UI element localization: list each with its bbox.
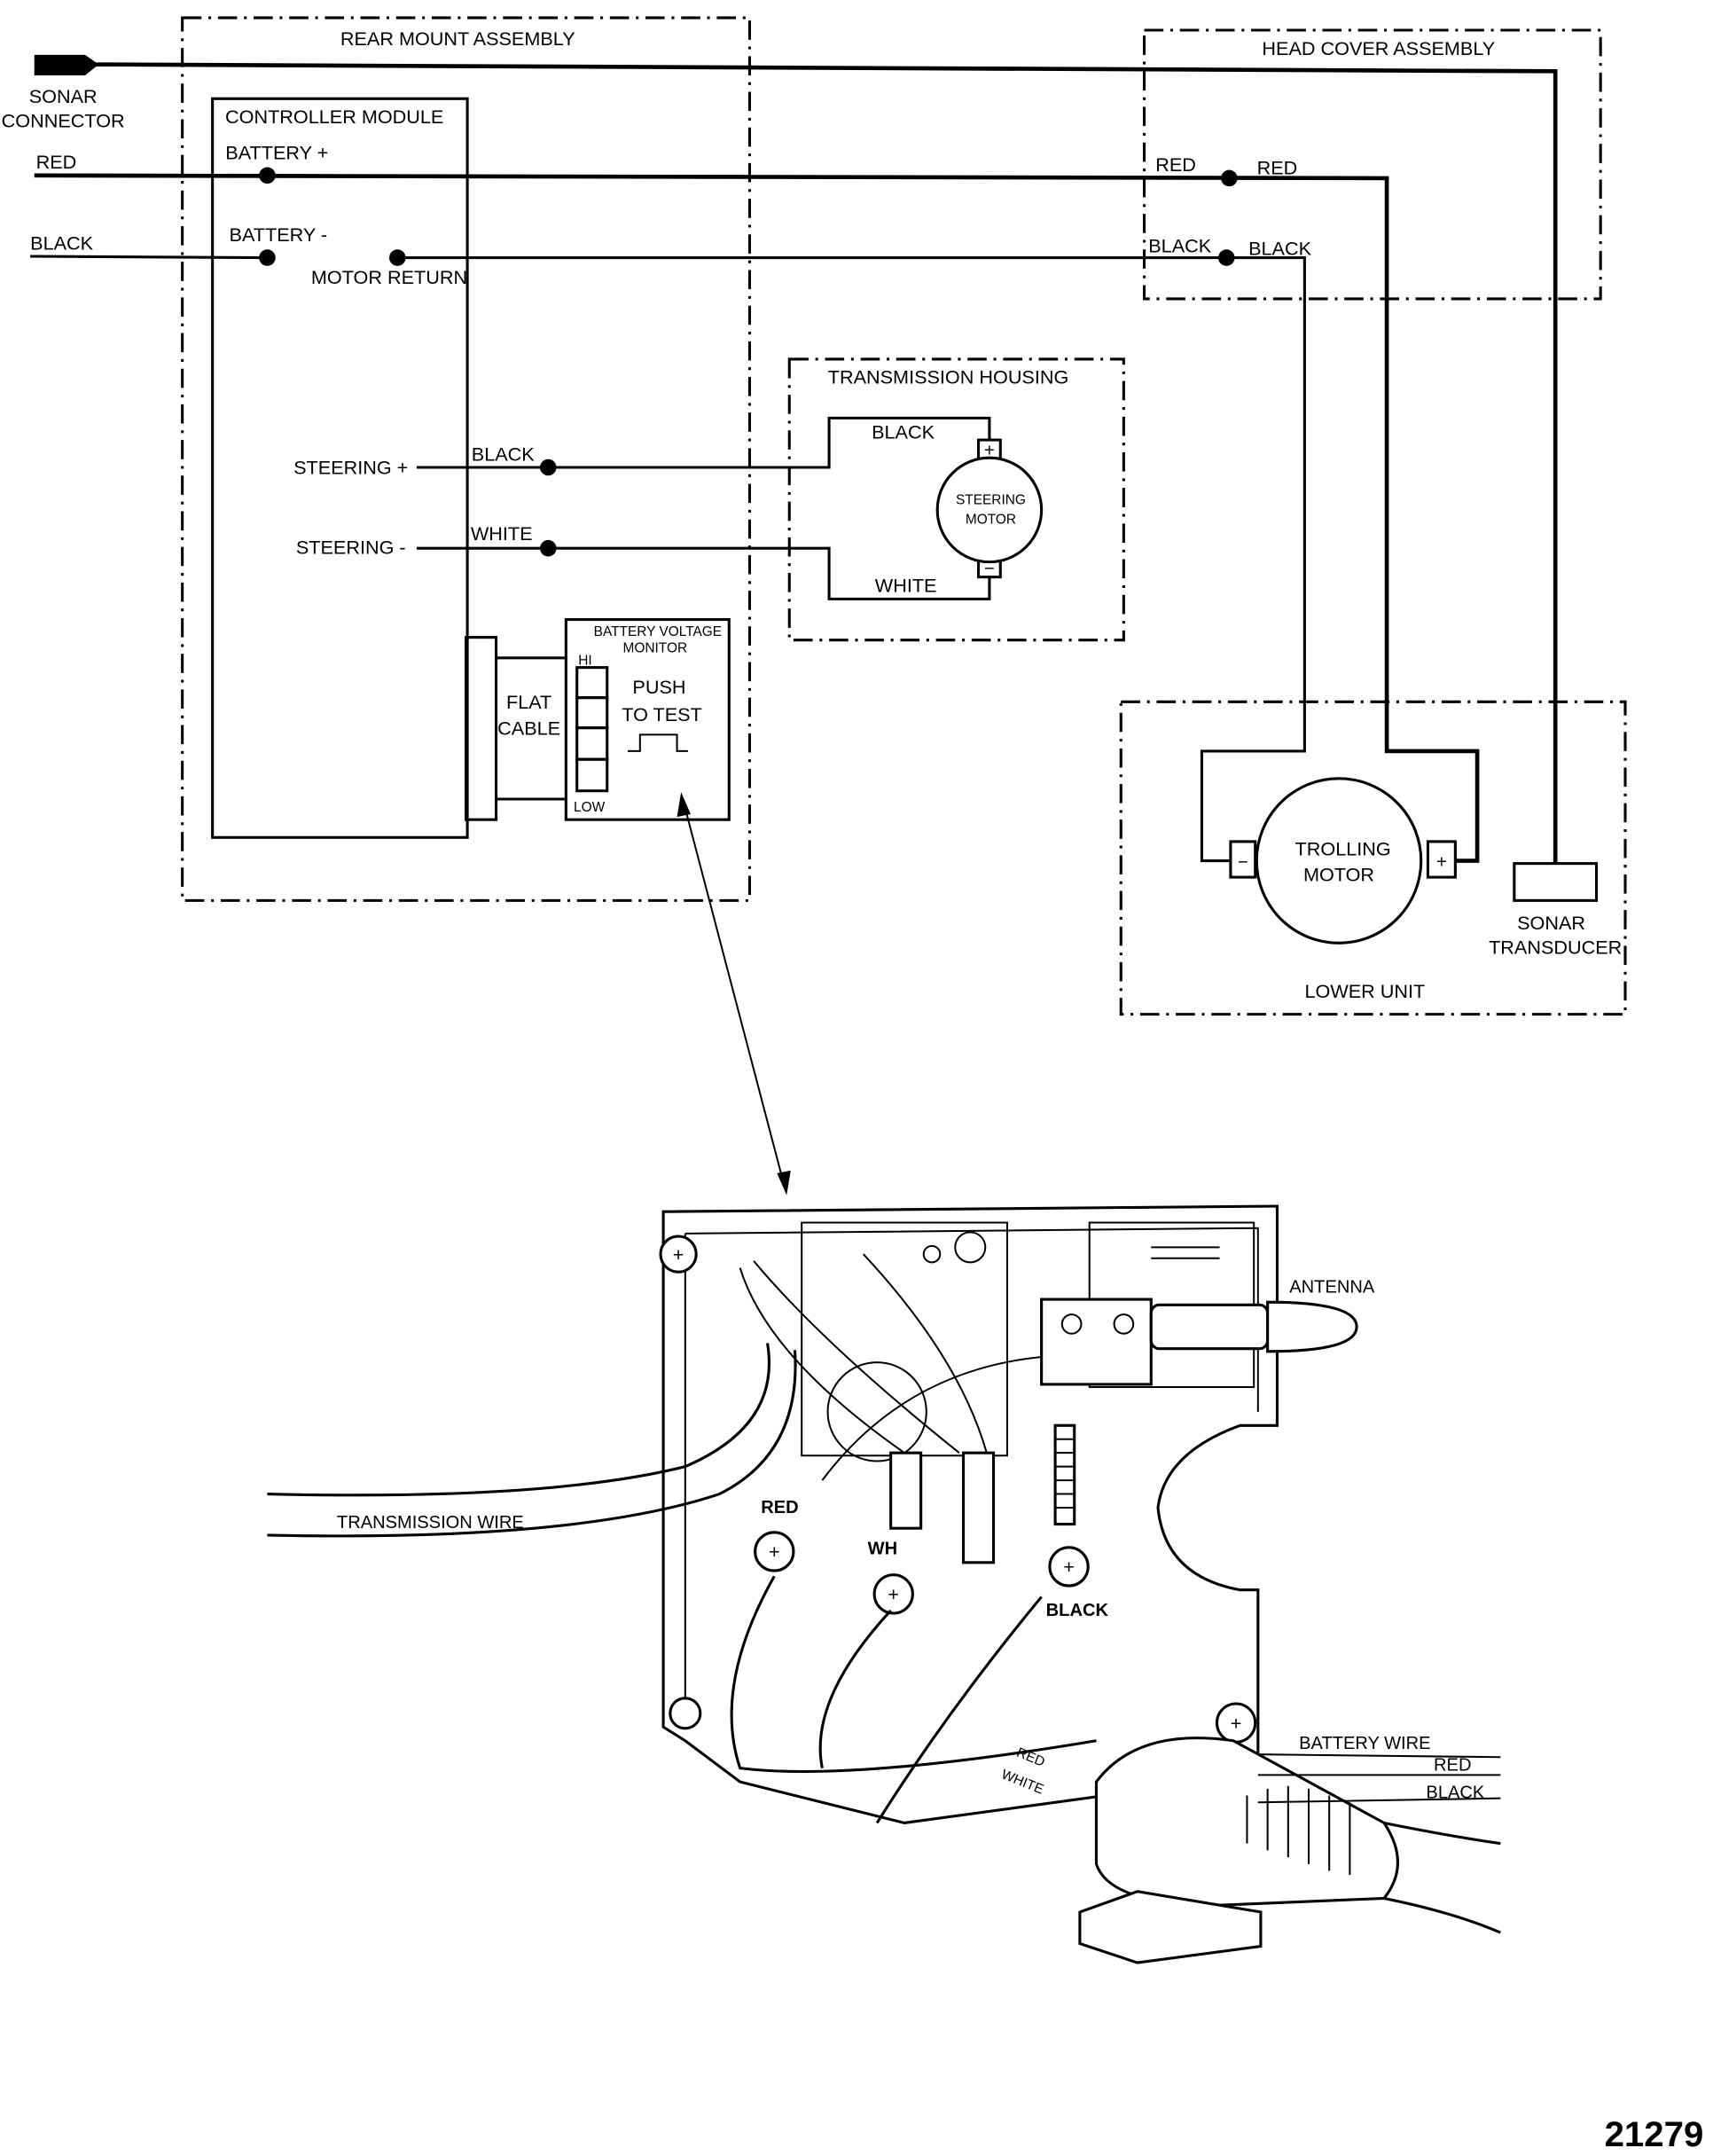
steering-motor-label-1: STEERING — [956, 493, 1026, 508]
rear-mount-title: REAR MOUNT ASSEMBLY — [340, 27, 575, 50]
sonar-transducer-label-2: TRANSDUCER — [1489, 937, 1622, 959]
head-red-out-label: RED — [1257, 156, 1298, 178]
flat-cable: FLAT CABLE — [465, 636, 567, 821]
sonar-cable: SONAR CONNECTOR — [2, 54, 1558, 864]
lower-unit-title: LOWER UNIT — [1304, 980, 1425, 1002]
head-cover-title: HEAD COVER ASSEMBLY — [1262, 37, 1495, 59]
red-input-label: RED — [36, 151, 77, 173]
steering-motor-plus: + — [984, 442, 995, 461]
black-input-label: BLACK — [30, 231, 93, 254]
steering-motor-minus: − — [984, 560, 995, 579]
lower-unit: − + TROLLING MOTOR SONAR TRANSDUCER LOWE… — [1119, 700, 1627, 1016]
battery-negative-label: BATTERY - — [230, 223, 328, 246]
svg-text:+: + — [888, 1583, 899, 1605]
flat-cable-label-1: FLAT — [506, 691, 551, 713]
monitor-label-2: MONITOR — [623, 641, 688, 656]
head-black-out-label: BLACK — [1248, 237, 1311, 259]
motor-return-label: MOTOR RETURN — [311, 266, 467, 288]
head-red-in-label: RED — [1155, 153, 1196, 176]
controller-plate-illustration: + + + + + ANTENNA TRANS — [267, 1204, 1501, 1964]
trolling-motor-plus: + — [1436, 852, 1447, 872]
red-wire: RED RED RED — [34, 151, 1480, 863]
sonar-transducer-label-1: SONAR — [1517, 912, 1585, 934]
red-terminal-label: RED — [761, 1498, 798, 1517]
monitor-label-1: BATTERY VOLTAGE — [594, 624, 722, 639]
push-to-test-label-2: TO TEST — [622, 703, 702, 725]
battery-black-label: BLACK — [1426, 1784, 1484, 1803]
trolling-motor-icon — [1255, 777, 1423, 945]
transmission-title: TRANSMISSION HOUSING — [828, 366, 1069, 388]
transmission-black-label: BLACK — [872, 421, 935, 443]
flat-cable-label-2: CABLE — [497, 717, 560, 739]
steering-positive-label: STEERING + — [293, 457, 408, 479]
battery-positive-label: BATTERY + — [225, 141, 328, 163]
battery-voltage-monitor: BATTERY VOLTAGE MONITOR HI LOW PUSH TO T… — [564, 618, 731, 821]
transmission-housing: TRANSMISSION HOUSING BLACK WHITE + − STE… — [787, 357, 1125, 642]
screw-icons: + + + + + — [659, 1235, 1257, 1744]
battery-red-label: RED — [1434, 1756, 1471, 1776]
black-terminal-label: BLACK — [1046, 1601, 1109, 1620]
steering-wires: BLACK WHITE — [416, 416, 991, 600]
callout-arrow — [677, 792, 791, 1196]
steering-negative-label: STEERING - — [296, 536, 406, 558]
push-button-icon — [627, 733, 688, 752]
monitor-low-label: LOW — [574, 800, 606, 815]
strain-relief-slots — [1246, 1785, 1351, 1876]
trolling-motor-label-1: TROLLING — [1295, 837, 1391, 859]
sonar-connector-label-2: CONNECTOR — [2, 110, 125, 132]
steering-negative-wire-label: WHITE — [471, 522, 533, 545]
black-wire: BLACK BLACK BLACK — [30, 231, 1312, 863]
steering-motor-icon — [935, 456, 1044, 564]
white-terminal-label: WH — [868, 1540, 897, 1559]
transmission-wire-label: TRANSMISSION WIRE — [337, 1513, 524, 1533]
transmission-white-label: WHITE — [875, 575, 937, 597]
controller-title: CONTROLLER MODULE — [225, 106, 443, 128]
figure-number: 21279 — [1605, 2114, 1704, 2154]
svg-text:+: + — [673, 1243, 684, 1266]
sonar-transducer-icon — [1513, 862, 1599, 902]
push-to-test-label-1: PUSH — [632, 676, 685, 698]
rear-mount-assembly: REAR MOUNT ASSEMBLY — [181, 16, 751, 902]
steering-motor-label-2: MOTOR — [966, 512, 1016, 527]
cable-white-label: WHITE — [999, 1767, 1045, 1797]
trolling-motor-label-2: MOTOR — [1303, 864, 1374, 886]
antenna-label: ANTENNA — [1289, 1277, 1375, 1297]
voltage-indicator-leds — [575, 666, 609, 793]
steering-positive-wire-label: BLACK — [472, 443, 535, 465]
svg-text:+: + — [1231, 1712, 1242, 1734]
head-cover-assembly: HEAD COVER ASSEMBLY — [1143, 28, 1602, 301]
trolling-motor-minus: − — [1238, 852, 1248, 872]
sonar-connector-label-1: SONAR — [29, 85, 98, 107]
battery-wire-label: BATTERY WIRE — [1299, 1734, 1430, 1753]
svg-text:+: + — [1063, 1556, 1075, 1578]
head-black-in-label: BLACK — [1148, 234, 1211, 256]
svg-text:+: + — [769, 1541, 780, 1563]
monitor-hi-label: HI — [578, 654, 591, 669]
